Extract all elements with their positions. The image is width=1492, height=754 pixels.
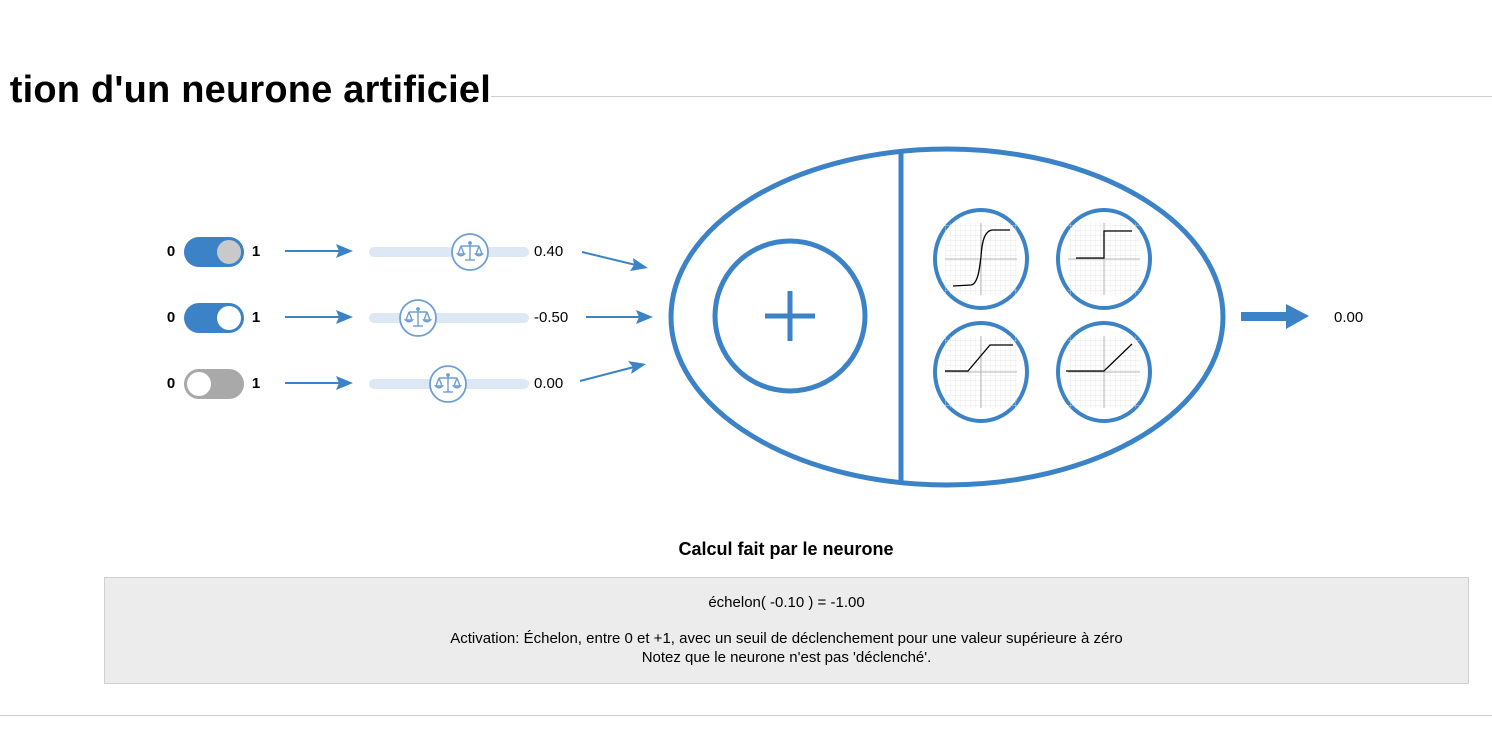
firing-note: Notez que le neurone n'est pas 'déclench… [641,649,932,666]
weight-1-arrow-icon [581,251,648,271]
toggle-knob [217,306,241,330]
output-value: 0.00 [1334,309,1364,326]
title-area: tion d'un neurone artificiel [0,64,1492,124]
weight-3-slider-thumb[interactable] [429,365,467,403]
toggle-knob [187,372,211,396]
output-arrow-icon [1241,304,1309,329]
weight-2-arrow-icon [586,310,653,324]
weight-3-value: 0.00 [534,375,564,392]
input-2-low-label: 0 [166,309,176,326]
summation-node [712,238,868,394]
weight-1-value: 0.40 [534,243,564,260]
input-3-low-label: 0 [166,375,176,392]
plus-icon [765,291,815,341]
input-3-toggle[interactable] [184,369,244,399]
weight-2-value: -0.50 [534,309,569,326]
weight-1-slider-track[interactable] [369,247,529,257]
input-1-arrow-icon [285,244,353,258]
input-3-high-label: 1 [251,375,261,392]
toggle-knob [217,240,241,264]
calculation-panel: échelon( -0.10 ) = -1.00 Activation: Éch… [104,577,1469,684]
page-title: tion d'un neurone artificiel [9,69,491,111]
balance-scale-icon [399,299,437,337]
bottom-divider [0,715,1492,716]
input-1-high-label: 1 [251,243,261,260]
clamped-linear-graph-icon[interactable] [933,321,1029,423]
weight-1-slider-thumb[interactable] [451,233,489,271]
input-2-high-label: 1 [251,309,261,326]
relu-graph-icon[interactable] [1056,321,1152,423]
weight-3-arrow-icon [579,361,646,382]
input-2-arrow-icon [285,310,353,324]
input-1-toggle[interactable] [184,237,244,267]
step-graph-icon[interactable] [1056,208,1152,310]
weight-2-slider-track[interactable] [369,313,529,323]
balance-scale-icon [429,365,467,403]
input-2-toggle[interactable] [184,303,244,333]
title-divider [491,96,1492,97]
calculation-formula: échelon( -0.10 ) = -1.00 [708,594,865,611]
input-3-arrow-icon [285,376,353,390]
weight-2-slider-thumb[interactable] [399,299,437,337]
activation-description: Activation: Échelon, entre 0 et +1, avec… [450,630,1123,647]
input-1-low-label: 0 [166,243,176,260]
balance-scale-icon [451,233,489,271]
calculation-heading: Calcul fait par le neurone [678,539,894,559]
sigmoid-graph-icon[interactable] [933,208,1029,310]
